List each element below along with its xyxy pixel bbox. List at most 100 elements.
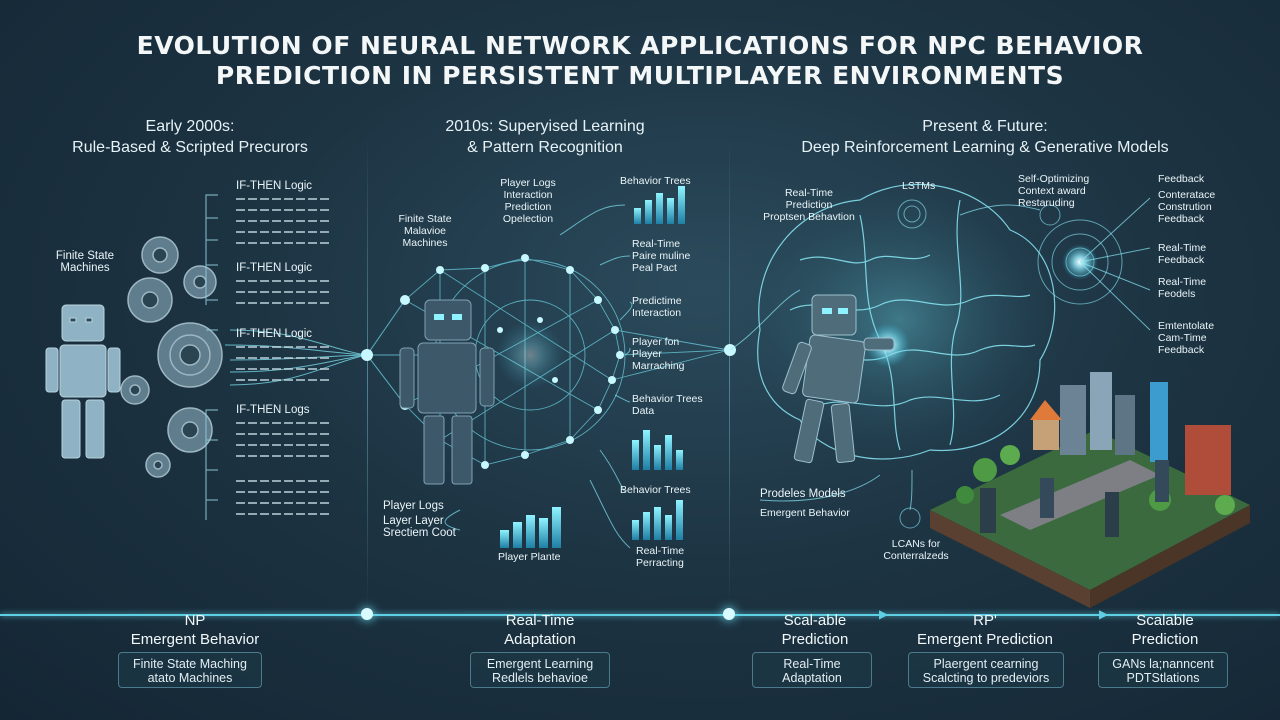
text-placeholder (236, 368, 331, 370)
ifthen-label-1: IF-THEN Logic (236, 180, 313, 192)
phase-1-line2: Rule-Based & Scripted Precurors (72, 139, 308, 156)
text-placeholder (236, 220, 331, 222)
text-placeholder (236, 491, 331, 493)
text-placeholder (236, 513, 331, 515)
milestone-5: Scalable Prediction (1095, 611, 1235, 649)
lcans-line2: Conterralzeds (883, 550, 949, 562)
text-placeholder (236, 198, 331, 200)
player-logs-top-line1: Player Logs (500, 177, 556, 189)
ifthen-label-3: IF-THEN Logic (236, 328, 313, 340)
self-optimizing-line3: Restaruding (1018, 197, 1075, 209)
real-time-prediction-line2: Prediction (785, 199, 833, 211)
timeline-node-2 (723, 608, 735, 620)
phase-1-heading: Early 2000s: Rule-Based & Scripted Precu… (55, 116, 325, 158)
ifthen-label-4: IF-THEN Logs (236, 404, 310, 416)
models-label: Prodeles Models Emergent Behavior (760, 488, 850, 519)
real-time-bottom-line1: Real-Time (636, 545, 685, 557)
timeline-arrow-icon: ▶ (1099, 607, 1109, 621)
feedback-4-line2: Cam-Time (1158, 332, 1207, 344)
player-logs-bottom-line3: Srectiem Coot (383, 527, 456, 539)
player-for-line3: Marraching (632, 360, 685, 372)
milestone-2: Real-Time Adaptation (450, 611, 630, 649)
robot-phase-1-icon (45, 304, 121, 459)
feedback-2-line2: Feedback (1158, 254, 1205, 266)
predictive-label: Predictime Interaction (632, 295, 682, 319)
text-placeholder (236, 357, 331, 359)
milestone-2-line1: Real-Time (505, 612, 575, 629)
player-for-label: Player fon Player Marraching (632, 336, 685, 372)
player-logs-bottom-label: Player Logs Layer Layer Srectiem Coot (383, 500, 456, 539)
milestone-1-box: Finite State Maching atato Machines (118, 652, 262, 688)
milestone-2-line2: Adaptation (504, 631, 576, 648)
milestone-1-line1: NP (184, 612, 206, 629)
gears-icon (120, 236, 223, 478)
bar-chart-icon-2 (632, 430, 683, 470)
self-optimizing-label: Self-Optimizing Context award Restarudin… (1018, 173, 1089, 209)
milestone-4: RP' Emergent Prediction (895, 611, 1075, 649)
real-time-prediction-line1: Real-Time (784, 187, 834, 199)
player-logs-top-line2: Interaction (503, 189, 553, 201)
robot-phase-3-icon (782, 294, 895, 464)
player-logs-top-line4: Opelection (502, 213, 554, 225)
text-placeholder (236, 231, 331, 233)
text-placeholder (236, 422, 331, 424)
timeline-axis (0, 614, 1280, 616)
behavior-trees-top-label: Behavior Trees (620, 175, 691, 187)
title-line-1: EVOLUTION OF NEURAL NETWORK APPLICATIONS… (136, 31, 1144, 60)
ifthen-label-2: IF-THEN Logic (236, 262, 313, 274)
phase-1-line1: Early 2000s: (145, 118, 235, 135)
player-logs-top-label: Player Logs Interaction Prediction Opele… (488, 177, 568, 225)
timeline-node-1 (361, 608, 373, 620)
feedback-4-label: Emtentolate Cam-Time Feedback (1158, 320, 1214, 356)
bar-chart-icon-3 (632, 500, 683, 540)
player-logs-bottom-line2: Layer Layer (383, 515, 444, 527)
phase-divider-2 (729, 138, 730, 608)
robot-phase-2-icon (399, 299, 495, 485)
real-time-line1: Real-Time (632, 238, 681, 250)
feedback-1-line1: Feedback (1158, 173, 1205, 185)
real-time-line2: Paire muline (632, 250, 691, 262)
fsm-label-1-line1: Finite State (55, 250, 115, 262)
player-logs-top-line3: Prediction (504, 201, 552, 213)
timeline-arrow-icon: ▶ (879, 607, 889, 621)
behavior-trees-bottom-label: Behavior Trees (620, 484, 691, 496)
milestone-2-box-line1: Emergent Learning (486, 657, 594, 671)
milestone-1: NP Emergent Behavior (100, 611, 290, 649)
text-placeholder (236, 502, 331, 504)
feedback-2-label: Real-Time Feedback (1158, 242, 1206, 266)
feedback-4-line3: Feedback (1158, 344, 1205, 356)
predictive-line1: Predictime (632, 295, 682, 307)
lcans-label: LCANs for Conterralzeds (876, 538, 956, 562)
feedback-1-line2: Conteratace (1158, 189, 1216, 201)
feedback-3-line2: Feodels (1158, 288, 1196, 300)
milestone-3-line1: Scal-able (783, 612, 847, 629)
phase-3-heading: Present & Future: Deep Reinforcement Lea… (780, 116, 1190, 158)
text-placeholder (236, 480, 331, 482)
models-line2: Emergent Behavior (760, 507, 850, 519)
feedback-1-label: Feedback Conteratace Constrution Feedbac… (1158, 173, 1215, 225)
fsm-label-1-line2: Machines (60, 262, 110, 274)
milestone-3: Scal-able Prediction (740, 611, 890, 649)
behavior-data-label: Behavior Trees Data (632, 393, 703, 417)
milestone-5-line1: Scalable (1136, 612, 1194, 629)
milestone-5-box-line2: PDTStlations (1126, 671, 1200, 685)
milestone-1-line2: Emergent Behavior (130, 631, 260, 648)
text-placeholder (236, 379, 331, 381)
feedback-1-line4: Feedback (1158, 213, 1205, 225)
behavior-data-line2: Data (632, 405, 655, 417)
milestone-5-box-line1: GANs la;nanncent (1112, 657, 1214, 671)
milestone-4-box: Plaergent cearning Scalcting to predevio… (908, 652, 1064, 688)
real-time-prediction-label: Real-Time Prediction Proptsen Behavtion (755, 187, 863, 223)
phase-2-line2: & Pattern Recognition (467, 139, 623, 156)
text-placeholder (236, 209, 331, 211)
fsm-label-2-line2: Malavioe (403, 225, 447, 237)
milestone-1-box-line2: atato Machines (147, 671, 233, 685)
text-placeholder (236, 444, 331, 446)
title-line-2: PREDICTION IN PERSISTENT MULTIPLAYER ENV… (215, 61, 1065, 90)
phase-2-heading: 2010s: Superyised Learning & Pattern Rec… (405, 116, 685, 158)
milestone-3-line2: Prediction (781, 631, 849, 648)
real-time-line3: Peal Pact (632, 262, 677, 274)
feedback-2-line1: Real-Time (1158, 242, 1207, 254)
self-optimizing-line2: Context award (1018, 185, 1086, 197)
